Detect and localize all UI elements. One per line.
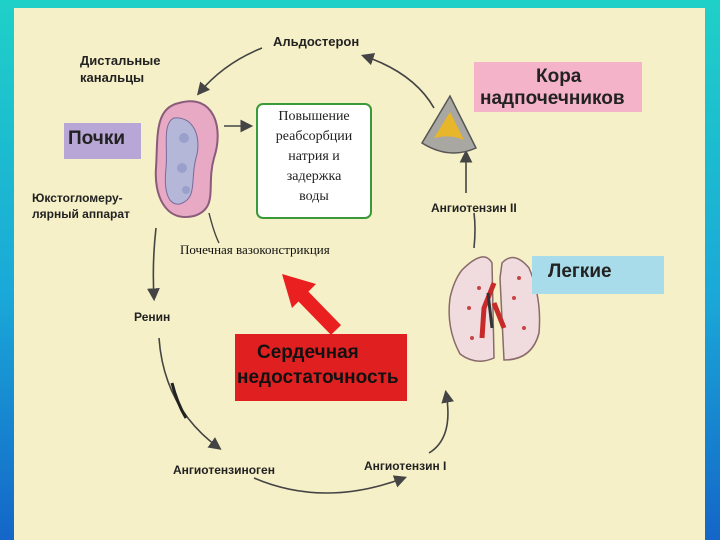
arrow-renin-to-angiotensinogen	[158, 337, 222, 450]
angiotensinogen-label: Ангиотензиноген	[173, 463, 275, 477]
kidney-icon	[154, 100, 219, 219]
reabsorption-line2: реабсорбции	[275, 129, 353, 144]
reabsorption-line1: Повышение	[278, 109, 350, 124]
kidneys-box: Почки	[64, 123, 141, 159]
heart-failure-box: Сердечная недостаточность	[235, 334, 407, 401]
jga-label-line1: Юкстогломеру-	[32, 191, 123, 205]
adrenal-gland-icon	[420, 94, 478, 154]
adrenal-cortex-box: Кора надпочечников	[474, 62, 642, 112]
lung-icon	[448, 256, 541, 362]
line-kidney-to-vasoconstriction	[208, 212, 220, 244]
adrenal-cortex-label-line2: надпочечников	[480, 88, 625, 109]
aldosterone-label: Альдостерон	[273, 34, 360, 49]
kidneys-label: Почки	[68, 128, 126, 149]
line-lung-to-angiotensin2	[473, 212, 476, 249]
arrow-angiotensinogen-to-angiotensin1	[253, 475, 407, 494]
arrow-adrenal-to-aldosterone	[360, 53, 435, 109]
renin-label: Ренин	[134, 310, 171, 324]
renal-vasoconstriction-label: Почечная вазоконстрикция	[180, 242, 330, 257]
jga-label-line2: лярный аппарат	[32, 207, 130, 221]
distal-tubules-label-line2: канальцы	[80, 70, 145, 85]
reabsorption-box: Повышение реабсорбции натрия и задержка …	[256, 103, 372, 219]
reabsorption-line3: натрия и	[288, 149, 340, 164]
lungs-label: Легкие	[548, 261, 612, 282]
angiotensin2-label: Ангиотензин II	[431, 201, 517, 215]
heart-failure-label-line1: Сердечная	[257, 342, 359, 363]
reabsorption-line5: воды	[299, 189, 329, 204]
red-arrow-icon	[282, 274, 342, 335]
arrow-aldosterone-to-kidney	[196, 47, 263, 96]
distal-tubules-label-line1: Дистальные	[80, 53, 161, 68]
arrow-jga-to-renin	[147, 227, 160, 302]
angiotensin1-label: Ангиотензин I	[364, 459, 447, 473]
cycle-diagram	[147, 47, 541, 494]
reabsorption-line4: задержка	[286, 169, 342, 184]
slide-background: Альдостерон Дистальные канальцы Почки Юк…	[14, 8, 705, 540]
lungs-box: Легкие	[532, 256, 664, 294]
arrow-angiotensin1-to-lung	[428, 389, 454, 454]
adrenal-cortex-label-line1: Кора	[536, 66, 582, 87]
renin-thick-segment	[170, 382, 188, 419]
heart-failure-label-line2: недостаточность	[237, 367, 399, 388]
